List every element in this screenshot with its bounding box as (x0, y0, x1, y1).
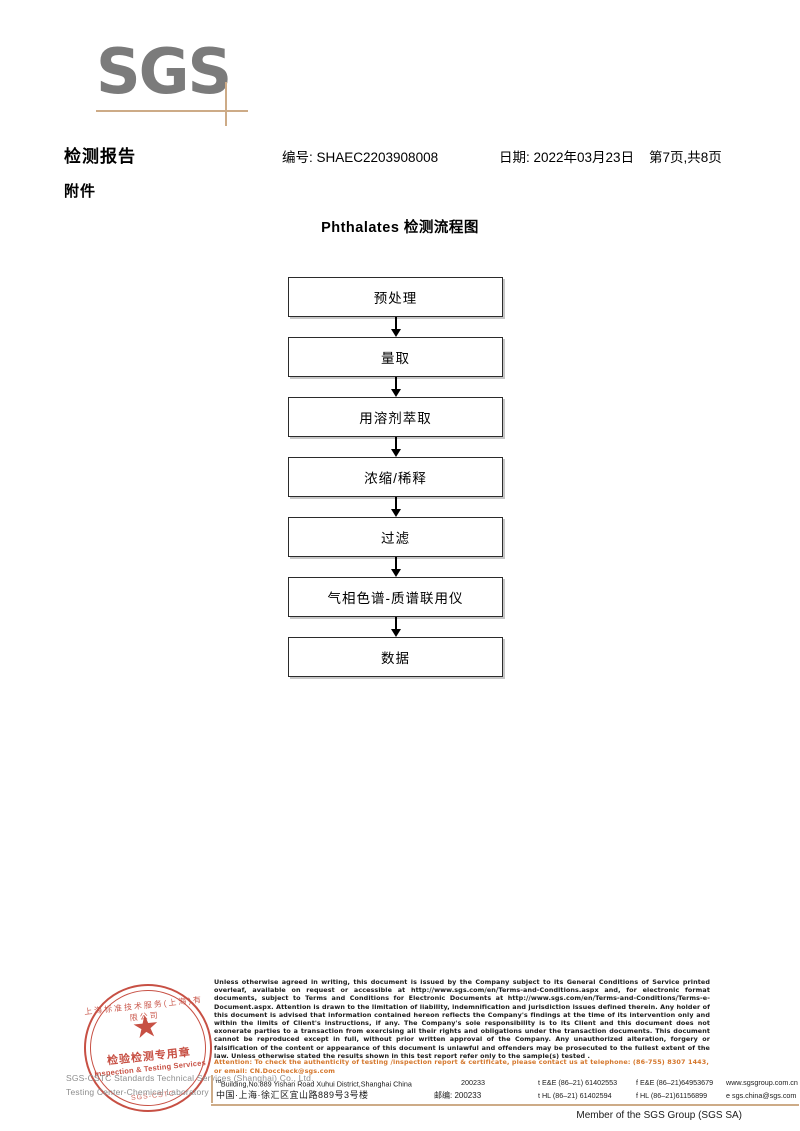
flow-arrow (288, 497, 503, 517)
address-english: rdBuilding,No.889 Yishan Road Xuhui Dist… (216, 1076, 412, 1090)
flow-arrow (288, 377, 503, 397)
flow-step-gcms: 气相色谱-质谱联用仪 (288, 577, 503, 617)
page-footer: 上海标准技术服务(上海)有限公司 ★ 检验检测专用章 Inspection & … (0, 968, 800, 1131)
report-number: 编号: SHAEC2203908008 (282, 150, 439, 165)
stamp-watermark-line2: Testing Center-Chemical Laboratory (66, 1087, 209, 1097)
address-english-text: Building,No.889 Yishan Road Xuhui Distri… (220, 1079, 412, 1089)
arrow-head-icon (390, 569, 401, 577)
sgs-logo-text: SGS (96, 35, 232, 108)
address-ordinal: rd (216, 1079, 221, 1085)
arrow-head-icon (390, 509, 401, 517)
arrow-stem (394, 557, 397, 571)
flow-arrow (288, 557, 503, 577)
address-left-divider (211, 1075, 213, 1103)
flow-step-solvent-extraction: 用溶剂萃取 (288, 397, 503, 437)
flow-step-filtration: 过滤 (288, 517, 503, 557)
arrow-stem (394, 617, 397, 631)
attention-notice: Attention: To check the authenticity of … (214, 1058, 710, 1075)
report-date: 日期: 2022年03月23日 (499, 150, 635, 165)
arrow-head-icon (390, 389, 401, 397)
contact-t-hl: t HL (86–21) 61402594 (538, 1091, 612, 1100)
flow-step-pretreatment: 预处理 (288, 277, 503, 317)
flow-step-measure: 量取 (288, 337, 503, 377)
flowchart-title: Phthalates 检测流程图 (321, 220, 479, 236)
zip-chinese: 邮编: 200233 (434, 1091, 482, 1100)
contact-t-ee: t E&E (86–21) 61402553 (538, 1078, 618, 1087)
arrow-stem (394, 437, 397, 451)
address-row-en: rdBuilding,No.889 Yishan Road Xuhui Dist… (216, 1076, 798, 1090)
flowchart: 预处理 量取 用溶剂萃取 浓缩/稀释 过滤 气相色谱-质谱联用仪 数据 (288, 277, 503, 677)
arrow-head-icon (390, 449, 401, 457)
flow-step-concentration-dilution: 浓缩/稀释 (288, 457, 503, 497)
page-indicator: 第7页,共8页 (649, 150, 722, 165)
zip-english: 200233 (461, 1078, 485, 1087)
contact-f-hl: f HL (86–21)61156899 (636, 1091, 708, 1100)
company-stamp: 上海标准技术服务(上海)有限公司 ★ 检验检测专用章 Inspection & … (77, 977, 219, 1119)
email-link[interactable]: e sgs.china@sgs.com (726, 1091, 797, 1100)
arrow-head-icon (390, 329, 401, 337)
contact-f-ee: f E&E (86–21)64953679 (636, 1078, 714, 1087)
footer-bottom-rule (211, 1104, 799, 1106)
address-chinese: 中国·上海·徐汇区宜山路889号3号楼 (216, 1090, 369, 1100)
sgs-logo: SGS (96, 38, 296, 128)
member-of-group-text: Member of the SGS Group (SGS SA) (576, 1110, 742, 1121)
arrow-stem (394, 317, 397, 331)
address-row-cn: 中国·上海·徐汇区宜山路889号3号楼 邮编: 200233 t HL (86–… (216, 1089, 796, 1102)
logo-vertical-tick (225, 82, 227, 126)
flow-step-data: 数据 (288, 637, 503, 677)
arrow-stem (394, 377, 397, 391)
page-title: 检测报告 (64, 147, 136, 166)
attention-line-2: or email: CN.Doccheck@sgs.com (214, 1066, 336, 1075)
report-header: 检测报告 编号: SHAEC2203908008 日期: 2022年03月23日… (64, 142, 764, 166)
attention-line-1: Attention: To check the authenticity of … (214, 1058, 709, 1066)
website-link[interactable]: www.sgsgroup.com.cn (726, 1078, 798, 1087)
flow-arrow (288, 617, 503, 637)
address-block: rdBuilding,No.889 Yishan Road Xuhui Dist… (216, 1076, 798, 1102)
arrow-head-icon (390, 629, 401, 637)
stamp-watermark-line1: SGS-CSTC Standards Technical Services (S… (66, 1073, 314, 1083)
flow-arrow (288, 437, 503, 457)
logo-underline-rule (96, 110, 248, 112)
terms-and-conditions-text: Unless otherwise agreed in writing, this… (214, 978, 710, 1060)
star-icon: ★ (130, 1007, 162, 1046)
arrow-stem (394, 497, 397, 511)
attachment-label: 附件 (64, 183, 97, 200)
flow-arrow (288, 317, 503, 337)
